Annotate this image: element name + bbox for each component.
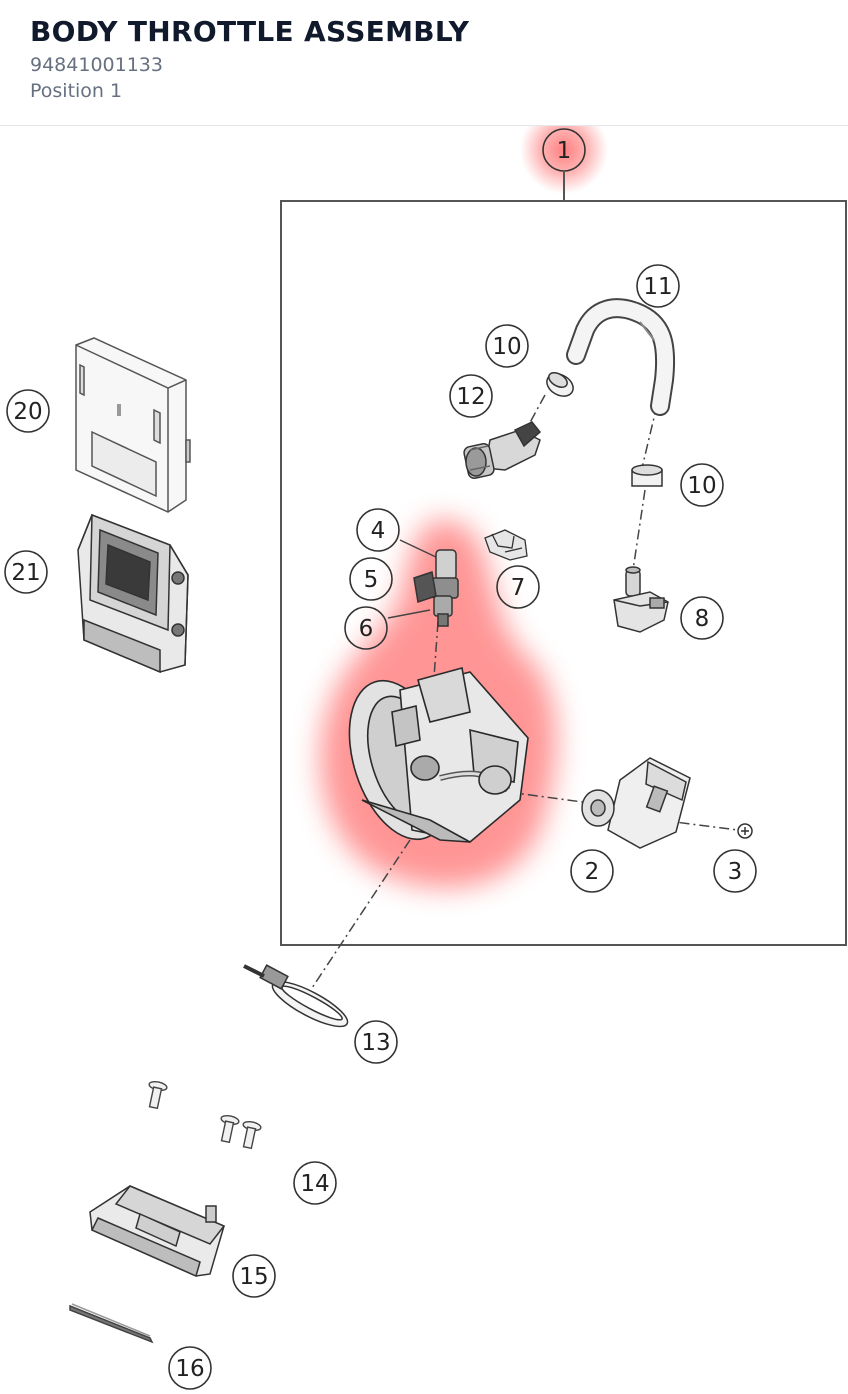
svg-text:14: 14 [300,1171,329,1197]
highlight-glow-1 [520,106,608,194]
clip-part [484,529,528,561]
diagram-canvas: 1 2 3 4 5 6 7 [4,106,847,1390]
callout-6[interactable]: 6 [344,606,388,650]
callout-16[interactable]: 16 [168,1346,212,1390]
exploded-parts-diagram: 1 2 3 4 5 6 7 [0,106,848,1390]
callout-15[interactable]: 15 [232,1254,276,1298]
cover-part [89,1185,226,1278]
hose-clamp-band-part [243,964,349,1028]
assembly-box [280,172,847,946]
svg-text:4: 4 [371,518,386,544]
callout-3[interactable]: 3 [713,849,757,893]
pressure-sensor-part [613,566,669,633]
page-title: BODY THROTTLE ASSEMBLY [30,15,470,48]
page-header: BODY THROTTLE ASSEMBLY 94841001133 Posit… [0,0,848,126]
svg-text:7: 7 [511,575,526,601]
callout-20[interactable]: 20 [6,389,50,433]
svg-text:12: 12 [456,384,485,410]
callout-13[interactable]: 13 [354,1020,398,1064]
callout-1[interactable]: 1 [542,128,586,172]
callout-10-upper[interactable]: 10 [485,324,529,368]
callout-5[interactable]: 5 [349,557,393,601]
hose-clamp-upper [546,372,574,397]
hose-clamp-lower [631,464,663,487]
svg-text:2: 2 [585,859,600,885]
callout-12[interactable]: 12 [449,374,493,418]
callout-14[interactable]: 14 [293,1161,337,1205]
callout-2[interactable]: 2 [570,849,614,893]
svg-text:6: 6 [359,616,374,642]
screw-part [737,823,753,839]
ecu-part [77,513,189,674]
throttle-position-sensor-part [581,757,691,849]
callout-7[interactable]: 7 [496,565,540,609]
fuel-injector-part [413,549,459,627]
screws-part [148,1080,262,1150]
svg-text:10: 10 [687,473,716,499]
svg-text:11: 11 [643,274,672,300]
callout-21[interactable]: 21 [4,550,48,594]
svg-text:3: 3 [728,859,743,885]
svg-text:21: 21 [11,560,40,586]
svg-text:10: 10 [492,334,521,360]
part-number: 94841001133 [30,54,163,76]
svg-text:15: 15 [239,1264,268,1290]
quick-connector-part [463,421,542,479]
svg-text:16: 16 [175,1356,204,1382]
callout-8[interactable]: 8 [680,596,724,640]
callout-4[interactable]: 4 [356,508,400,552]
fuel-hose-part [566,298,676,416]
callout-10-lower[interactable]: 10 [680,463,724,507]
callout-11[interactable]: 11 [636,264,680,308]
svg-text:1: 1 [557,138,572,164]
gasket-part [69,1303,154,1344]
callouts: 1 2 3 4 5 6 7 [4,128,757,1390]
throttle-body-part [348,666,529,843]
svg-text:5: 5 [364,567,379,593]
ecu-cover-part [75,337,191,513]
position-label: Position 1 [30,80,123,102]
svg-text:20: 20 [13,399,42,425]
svg-text:13: 13 [361,1030,390,1056]
svg-text:8: 8 [695,606,710,632]
